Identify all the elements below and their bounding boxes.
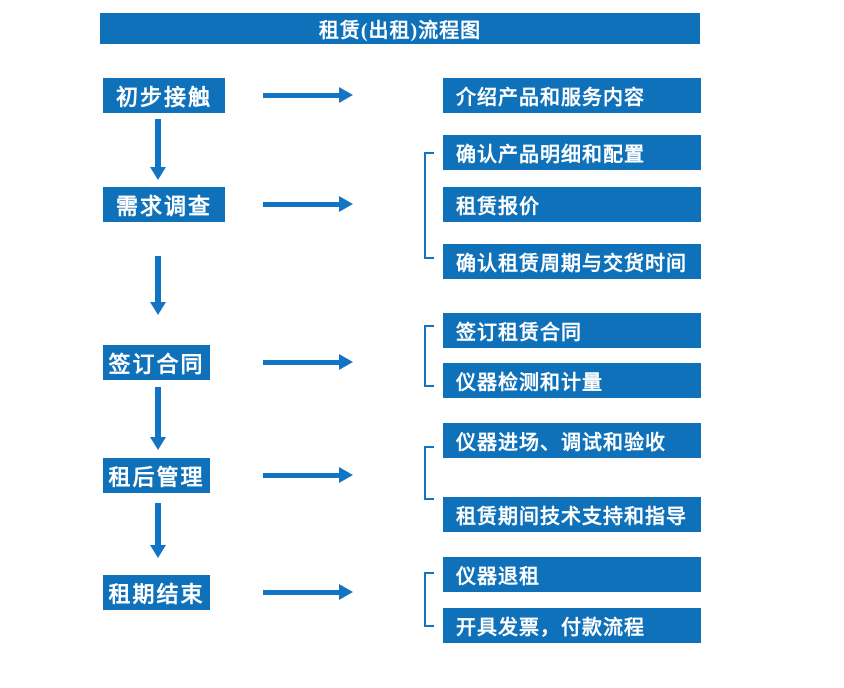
down-arrow-step3-step4 bbox=[150, 387, 166, 450]
right-arrow-step2 bbox=[263, 196, 353, 212]
diagram-title: 租赁(出租)流程图 bbox=[100, 13, 700, 44]
bracket-step2-details bbox=[424, 152, 434, 259]
detail-box-rental-quote: 租赁报价 bbox=[443, 187, 701, 222]
step-box-rental-end: 租期结束 bbox=[103, 575, 210, 610]
right-arrow-step4 bbox=[263, 467, 353, 483]
bracket-step4-details bbox=[424, 446, 434, 500]
step-box-post-rental-management: 租后管理 bbox=[103, 458, 210, 493]
down-arrow-step2-step3 bbox=[150, 256, 166, 315]
detail-box-instrument-testing: 仪器检测和计量 bbox=[443, 363, 701, 398]
down-arrow-step4-step5 bbox=[150, 503, 166, 558]
detail-box-invoice-payment: 开具发票，付款流程 bbox=[443, 608, 701, 643]
step-box-sign-contract: 签订合同 bbox=[103, 345, 210, 380]
right-arrow-step5 bbox=[263, 584, 353, 600]
right-arrow-step1 bbox=[263, 87, 353, 103]
detail-box-confirm-product-spec: 确认产品明细和配置 bbox=[443, 135, 701, 170]
right-arrow-step3 bbox=[263, 354, 353, 370]
detail-box-instrument-setup: 仪器进场、调试和验收 bbox=[443, 423, 701, 458]
down-arrow-step1-step2 bbox=[150, 119, 166, 180]
detail-box-introduce-products: 介绍产品和服务内容 bbox=[443, 78, 701, 113]
detail-box-instrument-return: 仪器退租 bbox=[443, 557, 701, 592]
detail-box-confirm-period: 确认租赁周期与交货时间 bbox=[443, 244, 701, 279]
step-box-initial-contact: 初步接触 bbox=[103, 78, 225, 113]
step-box-demand-survey: 需求调查 bbox=[103, 187, 225, 222]
detail-box-sign-rental-contract: 签订租赁合同 bbox=[443, 313, 701, 348]
bracket-step3-details bbox=[424, 325, 434, 387]
bracket-step5-details bbox=[424, 572, 434, 627]
detail-box-tech-support: 租赁期间技术支持和指导 bbox=[443, 497, 701, 532]
